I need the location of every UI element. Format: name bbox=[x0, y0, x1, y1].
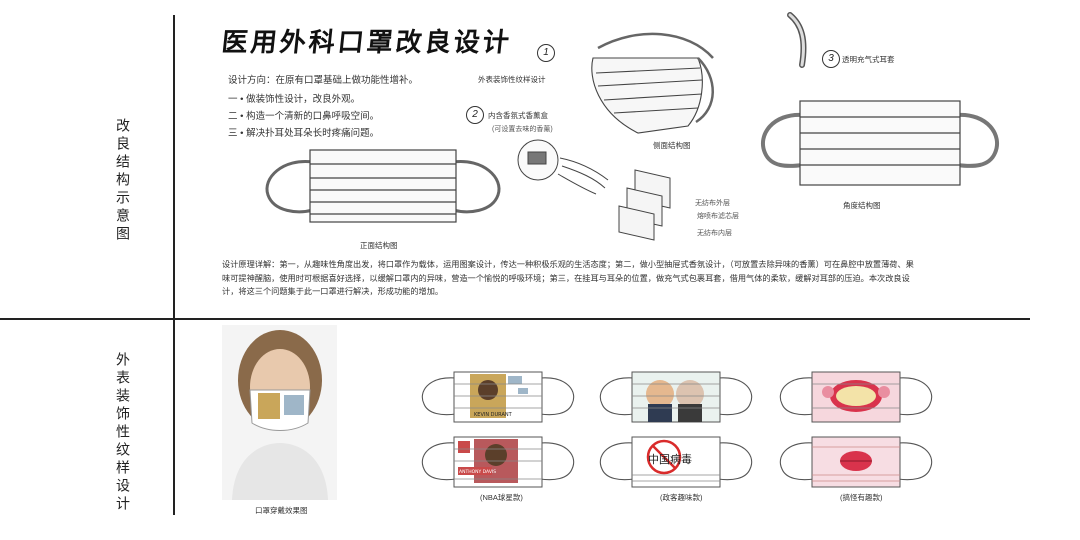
mask-angle-view-drawing bbox=[761, 100, 999, 186]
nba-mask-2: ANTHONY DAVIS bbox=[421, 436, 575, 488]
nba-mask-1-label: KEVIN DURANT bbox=[474, 412, 513, 418]
ear-loop-detail-drawing bbox=[787, 12, 807, 68]
section-divider-horizontal bbox=[0, 318, 1030, 320]
side-view-caption: 侧面结构图 bbox=[653, 141, 691, 150]
layer-outer-label: 无纺布外层 bbox=[695, 200, 730, 207]
transparent-ear-loop-caption: 透明充气式耳套 bbox=[842, 55, 895, 64]
page-title: 医用外科口罩改良设计 bbox=[220, 28, 514, 58]
mask-side-view-drawing bbox=[591, 32, 714, 134]
section-label-pattern: 外表装饰性纹样设计 bbox=[114, 352, 130, 514]
design-direction-item-1: 一 • 做装饰性设计，改良外观。 bbox=[228, 94, 361, 105]
nba-mask-1: KEVIN DURANT bbox=[421, 371, 575, 423]
politics-mask-2: 中国病毒 bbox=[599, 436, 753, 488]
design-principle-text: 设计原理详解：第一，从趣味性角度出发，将口罩作为载体，运用图案设计，传达一种积极… bbox=[222, 260, 914, 296]
virus-text: 中国病毒 bbox=[648, 452, 692, 466]
angle-view-caption: 角度结构图 bbox=[843, 201, 881, 210]
wearing-effect-caption: 口罩穿戴效果图 bbox=[255, 506, 308, 515]
layer-filter-label: 熔喷布滤芯层 bbox=[697, 213, 739, 220]
design-direction-item-2: 二 • 构造一个清新的口鼻呼吸空间。 bbox=[228, 111, 380, 122]
decorative-pattern-caption: 外表装饰性纹样设计 bbox=[478, 75, 546, 84]
section-label-structure: 改良结构示意图 bbox=[114, 118, 130, 244]
callout-number-1: 1 bbox=[537, 44, 555, 62]
design-direction-intro: 设计方向：在原有口罩基础上做功能性增补。 bbox=[228, 75, 419, 86]
front-view-caption: 正面结构图 bbox=[360, 241, 398, 250]
fragrance-box-caption: 内含香氛式香薰盒 bbox=[488, 111, 548, 120]
callout-number-2: 2 bbox=[466, 106, 484, 124]
nba-mask-2-label: ANTHONY DAVIS bbox=[459, 469, 496, 475]
mask-front-view-drawing bbox=[265, 149, 501, 223]
mask-layers-drawing bbox=[618, 169, 671, 241]
fun-caption: (搞怪有趣款) bbox=[840, 493, 883, 502]
fragrance-box-subcaption: (可设置去味的香薰) bbox=[492, 126, 553, 133]
section-divider-vertical bbox=[173, 15, 175, 515]
wearing-effect-photo bbox=[222, 325, 337, 500]
design-direction-item-3: 三 • 解决扑耳处耳朵长时疼痛问题。 bbox=[228, 128, 380, 139]
politics-caption: (政客趣味款) bbox=[660, 493, 703, 502]
callout-number-3: 3 bbox=[822, 50, 840, 68]
politics-mask-1 bbox=[599, 371, 753, 423]
layer-inner-label: 无纺布内层 bbox=[697, 230, 732, 237]
nba-caption: (NBA球星款) bbox=[480, 493, 523, 502]
fun-mask-teeth bbox=[779, 371, 933, 423]
fragrance-box-drawing bbox=[517, 139, 609, 195]
fun-mask-lips bbox=[779, 436, 933, 488]
